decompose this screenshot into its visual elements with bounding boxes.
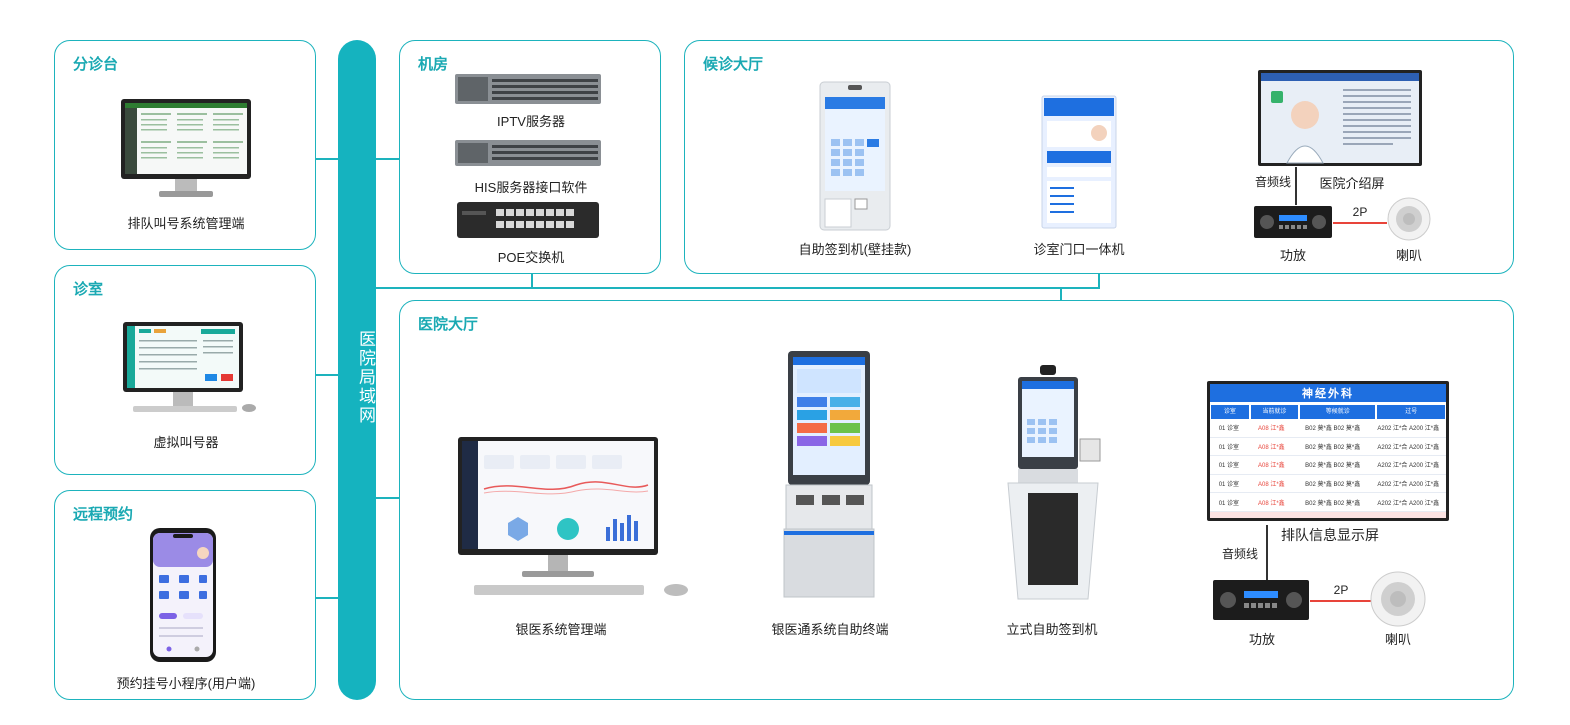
hall-speaker-wire <box>1310 600 1372 602</box>
caption-waiting-speaker: 喇叭 <box>1395 248 1423 263</box>
waiting-speaker-wire <box>1333 222 1387 224</box>
his-server-icon <box>455 140 601 166</box>
queue-col-waiting: 等候就诊 <box>1299 405 1376 419</box>
connector-bus-horizontal <box>376 287 1100 289</box>
queue-row: 01 诊室 A08 江*鑫 B02 莫*鑫 B02 莫*鑫 A202 江*合 A200… <box>1210 456 1446 475</box>
queue-cell: A202 江*合 A200 江*鑫 <box>1377 444 1440 451</box>
caption-bank-management: 银医系统管理端 <box>515 622 607 637</box>
caption-wall-checkin: 自助签到机(壁挂款) <box>798 242 912 257</box>
wall-checkin-kiosk-icon <box>819 81 891 231</box>
hospital-intro-screen-icon <box>1258 70 1422 166</box>
section-clinic: 诊室 虚拟叫号器 <box>54 265 316 475</box>
hall-amplifier-icon <box>1213 580 1309 620</box>
lan-label: 医院局域网 <box>356 330 375 425</box>
section-triage: 分诊台 排队叫号系统管理端 <box>54 40 316 250</box>
connector-main-hall <box>376 497 400 499</box>
queue-cell: B02 莫*鑫 B02 莫*鑫 <box>1305 482 1361 489</box>
bank-self-service-terminal-icon <box>783 351 875 598</box>
waiting-audio-label: 音频线 <box>1254 175 1292 189</box>
caption-queue-management: 排队叫号系统管理端 <box>127 216 245 231</box>
queue-col-missed: 过号 <box>1377 405 1445 419</box>
caption-appointment-app: 预约挂号小程序(用户端) <box>116 676 256 691</box>
queue-row: 01 诊室 A08 江*鑫 B02 莫*鑫 B02 莫*鑫 A202 江*合 A200… <box>1210 419 1446 438</box>
connector-remote <box>315 597 339 599</box>
waiting-audio-line <box>1295 167 1297 205</box>
queue-cell: A202 江*合 A200 江*鑫 <box>1377 426 1440 433</box>
phone-miniprogram-icon <box>150 528 216 662</box>
caption-door-terminal: 诊室门口一体机 <box>1033 242 1125 257</box>
clinic-door-terminal-icon <box>1041 95 1117 229</box>
hall-speaker-icon <box>1370 571 1426 627</box>
iptv-server-icon <box>455 74 601 104</box>
hospital-lan-bar: 医院局域网 <box>338 40 376 700</box>
section-waiting-hall: 候诊大厅 自助签到机(壁挂款) 诊室门口一体机 <box>684 40 1514 274</box>
queue-cell: A202 江*合 A200 江*鑫 <box>1377 500 1440 507</box>
poe-switch-icon <box>457 202 599 238</box>
management-monitor-icon <box>121 99 251 197</box>
waiting-amplifier-icon <box>1254 206 1332 238</box>
queue-screen-footer <box>1210 512 1446 518</box>
queue-cell: A202 江*合 A200 江*鑫 <box>1377 482 1440 489</box>
hall-wire-label: 2P <box>1333 583 1349 597</box>
section-server-room: 机房 IPTV服务器 HIS服务器接口软件 POE交换机 <box>399 40 661 274</box>
caption-his-interface: HIS服务器接口软件 <box>474 180 588 195</box>
queue-row: 01 诊室 A08 江*鑫 B02 莫*鑫 B02 莫*鑫 A202 江*合 A200… <box>1210 438 1446 457</box>
caption-intro-screen: 医院介绍屏 <box>1319 176 1385 191</box>
hall-audio-line <box>1266 525 1268 581</box>
queue-cell: B02 莫*鑫 B02 莫*鑫 <box>1305 463 1361 470</box>
queue-table-body: 01 诊室 A08 江*鑫 B02 莫*鑫 B02 莫*鑫 A202 江*合 A200… <box>1210 419 1446 512</box>
virtual-caller-monitor-icon <box>123 322 256 412</box>
queue-screen-header: 神经外科 <box>1210 384 1446 402</box>
waiting-wire-label: 2P <box>1352 205 1368 219</box>
queue-cell: 01 诊室 <box>1218 444 1240 451</box>
connector-server-room <box>376 158 400 160</box>
section-waiting-hall-title: 候诊大厅 <box>703 56 764 73</box>
section-triage-title: 分诊台 <box>73 56 119 73</box>
section-main-hall: 医院大厅 银医系统管理端 银医通系统自助终端 <box>399 300 1514 700</box>
section-remote-title: 远程预约 <box>73 506 134 523</box>
queue-table-head: 诊室 当前就诊 等候就诊 过号 <box>1210 405 1446 419</box>
queue-cell: 01 诊室 <box>1218 463 1240 470</box>
queue-cell: B02 莫*鑫 B02 莫*鑫 <box>1305 444 1361 451</box>
queue-department-name: 神经外科 <box>1302 388 1354 400</box>
section-main-hall-title: 医院大厅 <box>418 316 479 333</box>
connector-waiting-drop <box>1098 273 1100 288</box>
queue-cell: A08 江*鑫 <box>1258 426 1285 433</box>
connector-mainhall-drop <box>1060 287 1062 300</box>
caption-iptv-server: IPTV服务器 <box>497 114 565 129</box>
caption-waiting-amplifier: 功放 <box>1279 248 1307 263</box>
connector-triage <box>315 158 339 160</box>
queue-cell: B02 莫*鑫 B02 莫*鑫 <box>1305 426 1361 433</box>
queue-row: 01 诊室 A08 江*鑫 B02 莫*鑫 B02 莫*鑫 A202 江*合 A200… <box>1210 493 1446 512</box>
queue-display-screen: 神经外科 诊室 当前就诊 等候就诊 过号 01 诊室 A08 江*鑫 B02 莫*鑫… <box>1207 381 1449 521</box>
queue-cell: 01 诊室 <box>1218 482 1240 489</box>
queue-cell: A08 江*鑫 <box>1258 444 1285 451</box>
queue-col-room: 诊室 <box>1211 405 1249 419</box>
queue-cell: 01 诊室 <box>1218 426 1240 433</box>
queue-cell: A202 江*合 A200 江*鑫 <box>1377 463 1440 470</box>
queue-row: 01 诊室 A08 江*鑫 B02 莫*鑫 B02 莫*鑫 A202 江*合 A200… <box>1210 475 1446 494</box>
caption-queue-display: 排队信息显示屏 <box>1281 527 1379 543</box>
queue-col-current: 当前就诊 <box>1250 405 1298 419</box>
connector-server-drop <box>531 273 533 288</box>
queue-cell: 01 诊室 <box>1218 500 1240 507</box>
section-remote: 远程预约 预约挂号小程序(用户端) <box>54 490 316 700</box>
queue-cell: B02 莫*鑫 B02 莫*鑫 <box>1305 500 1361 507</box>
caption-virtual-caller: 虚拟叫号器 <box>153 435 219 450</box>
queue-cell: A08 江*鑫 <box>1258 463 1285 470</box>
caption-bank-terminal: 银医通系统自助终端 <box>771 622 889 637</box>
bank-medical-management-pc-icon <box>458 437 688 596</box>
caption-poe-switch: POE交换机 <box>497 250 565 265</box>
hall-audio-label: 音频线 <box>1221 547 1259 561</box>
waiting-speaker-icon <box>1387 197 1431 241</box>
section-server-room-title: 机房 <box>418 56 449 73</box>
caption-hall-speaker: 喇叭 <box>1384 632 1412 647</box>
queue-cell: A08 江*鑫 <box>1258 482 1285 489</box>
connector-clinic <box>315 374 339 376</box>
standing-checkin-kiosk-icon <box>1007 365 1101 600</box>
caption-standing-checkin: 立式自助签到机 <box>1006 622 1098 637</box>
caption-hall-amplifier: 功放 <box>1248 632 1276 647</box>
section-clinic-title: 诊室 <box>73 281 104 298</box>
queue-cell: A08 江*鑫 <box>1258 500 1285 507</box>
